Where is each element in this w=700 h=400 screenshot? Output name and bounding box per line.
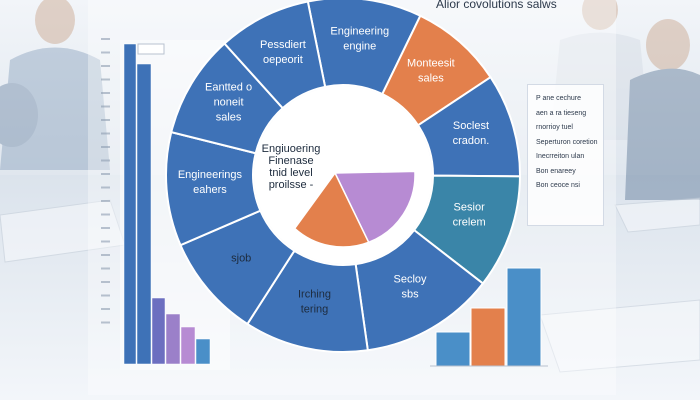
axis-tick: [101, 146, 110, 148]
right-bar: [470, 307, 506, 367]
right-bar: [435, 331, 471, 367]
axis-tick: [101, 159, 110, 162]
left-bar: [165, 313, 181, 365]
inner-slice: [333, 170, 416, 244]
left-panel-tab: [137, 43, 165, 55]
axis-tick: [101, 65, 110, 67]
left-axis-ticks: [101, 38, 165, 324]
legend-panel: [527, 84, 604, 226]
left-bar: [180, 326, 196, 365]
header-text: Alior covolutions salws: [436, 0, 557, 11]
axis-tick: [101, 227, 110, 229]
legend-item: Seperturon coretion: [536, 138, 598, 146]
axis-tick: [101, 240, 110, 243]
desk-papers: [0, 197, 700, 373]
left-bar-chart: [123, 43, 211, 365]
axis-tick: [101, 213, 110, 216]
left-bar: [195, 338, 211, 365]
inner-slice: [293, 171, 370, 248]
right-bar: [506, 267, 542, 367]
axis-tick: [101, 308, 110, 310]
legend-item: P ane cechure: [536, 95, 582, 102]
axis-tick: [101, 200, 110, 202]
axis-tick: [101, 321, 110, 324]
left-bar: [151, 297, 166, 365]
axis-tick: [101, 267, 110, 270]
axis-tick: [101, 119, 110, 121]
legend-item: Bon enareey: [536, 167, 576, 175]
axis-tick: [101, 186, 110, 189]
left-bar: [136, 63, 152, 365]
legend-item: rnorrioy tuel: [536, 124, 573, 131]
legend-item: aen a ra tieseng: [536, 109, 587, 117]
legend-item: Bon ceoce nsi: [536, 182, 580, 189]
axis-tick: [101, 173, 110, 175]
pie-slice: [223, 0, 327, 110]
pie-slice-label: sjob: [231, 252, 251, 264]
axis-tick: [101, 105, 110, 108]
axis-tick: [101, 38, 110, 40]
axis-tick: [101, 132, 110, 135]
left-bar: [123, 43, 137, 365]
right-bar-chart: [435, 267, 542, 367]
axis-tick: [101, 294, 110, 297]
axis-tick: [101, 92, 110, 94]
axis-tick: [101, 281, 110, 283]
legend-item: Inecrreiton ulan: [536, 153, 585, 160]
axis-tick: [101, 254, 110, 256]
axis-tick: [101, 51, 110, 54]
axis-tick: [101, 78, 110, 81]
